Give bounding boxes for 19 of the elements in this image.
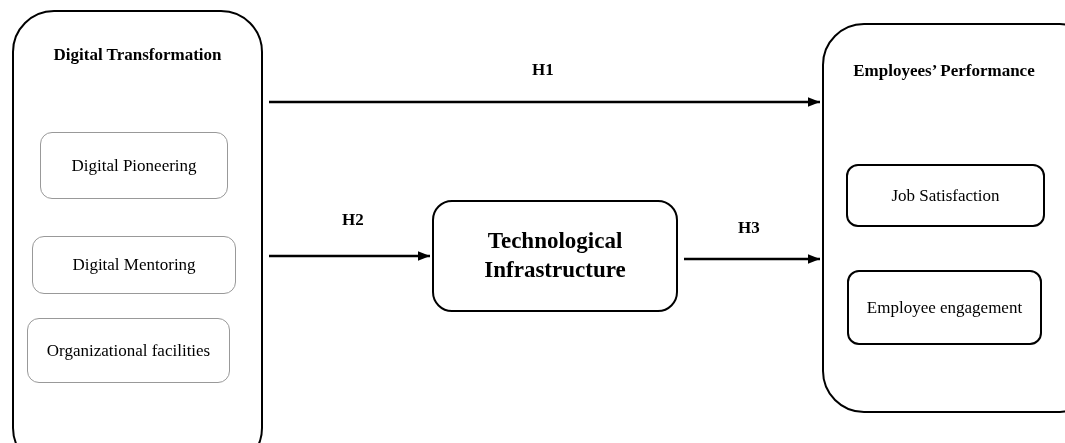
construct-label: Employee engagement — [865, 296, 1024, 319]
construct-label: Digital Pioneering — [70, 154, 198, 177]
arrow — [269, 97, 820, 107]
group-box — [12, 10, 263, 443]
construct-label: Job Satisfaction — [890, 184, 1001, 207]
group-box — [822, 23, 1065, 413]
group-heading: Digital Transformation — [52, 44, 223, 66]
arrow — [684, 254, 820, 264]
construct-label: Organizational facilities — [45, 339, 212, 362]
arrow — [269, 251, 430, 261]
construct-label: Digital Mentoring — [71, 254, 197, 276]
construct-box — [846, 164, 1045, 227]
construct-box — [847, 270, 1042, 345]
construct-box — [40, 132, 228, 199]
group-heading: Employees’ Performance — [852, 60, 1036, 82]
construct-box — [27, 318, 230, 383]
construct-box — [32, 236, 236, 294]
construct-box — [432, 200, 678, 312]
construct-label: Technological Infrastructure — [483, 227, 627, 284]
